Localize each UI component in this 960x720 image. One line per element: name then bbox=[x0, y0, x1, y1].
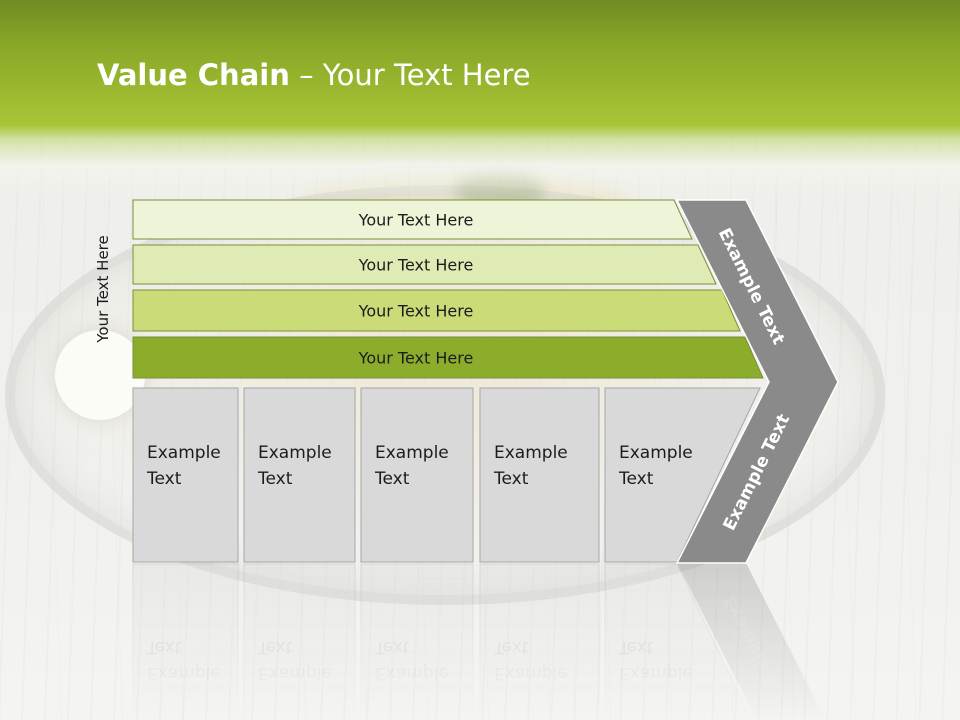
support-bar[interactable] bbox=[132, 199, 693, 240]
support-bar[interactable] bbox=[132, 336, 764, 379]
primary-activity-label: Example bbox=[258, 443, 332, 463]
primary-activity-label: Example bbox=[147, 443, 221, 463]
primary-activity-label: Example bbox=[375, 443, 449, 463]
support-bar-label: Your Text Here bbox=[358, 349, 474, 368]
box-reflection-label: Text bbox=[493, 637, 529, 657]
box-reflection-label: Example bbox=[494, 663, 568, 683]
box-reflection bbox=[243, 563, 356, 720]
box-reflection bbox=[360, 563, 474, 720]
box-reflection bbox=[604, 563, 752, 720]
support-bar[interactable] bbox=[132, 244, 717, 285]
title-bold: Value Chain bbox=[97, 58, 290, 92]
primary-activity-box[interactable] bbox=[479, 387, 600, 563]
primary-activity-label: Text bbox=[374, 469, 410, 489]
box-reflection-label: Example bbox=[147, 663, 221, 683]
primary-activity-label: Text bbox=[618, 469, 654, 489]
support-bar-label: Your Text Here bbox=[358, 256, 474, 275]
box-reflection-label: Example bbox=[619, 663, 693, 683]
box-reflection-label: Example bbox=[258, 663, 332, 683]
primary-activity-label: Example bbox=[619, 443, 693, 463]
primary-activity-label: Text bbox=[146, 469, 182, 489]
background-egg bbox=[55, 330, 145, 420]
slide-title[interactable]: Value Chain – Your Text Here bbox=[97, 55, 531, 95]
primary-activity-label: Text bbox=[493, 469, 529, 489]
box-reflection-label: Text bbox=[257, 637, 293, 657]
box-reflection-label: Text bbox=[146, 637, 182, 657]
primary-activity-label: Text bbox=[257, 469, 293, 489]
box-reflection bbox=[132, 563, 239, 720]
primary-activity-box[interactable] bbox=[360, 387, 474, 563]
chevron-shape bbox=[675, 199, 839, 564]
primary-activity-box[interactable] bbox=[243, 387, 356, 563]
support-bar-label: Your Text Here bbox=[358, 302, 474, 321]
box-reflection-label: Text bbox=[618, 637, 654, 657]
primary-activity-box[interactable] bbox=[132, 387, 239, 563]
chevron-reflection bbox=[677, 563, 826, 720]
box-reflection bbox=[479, 563, 600, 720]
header-band bbox=[0, 0, 960, 200]
box-reflection-label: Example bbox=[375, 663, 449, 683]
box-reflection-label: Text bbox=[374, 637, 410, 657]
primary-activity-label: Example bbox=[494, 443, 568, 463]
support-bar[interactable] bbox=[132, 289, 741, 332]
title-rest: – Your Text Here bbox=[289, 58, 531, 92]
support-bar-label: Your Text Here bbox=[358, 211, 474, 230]
